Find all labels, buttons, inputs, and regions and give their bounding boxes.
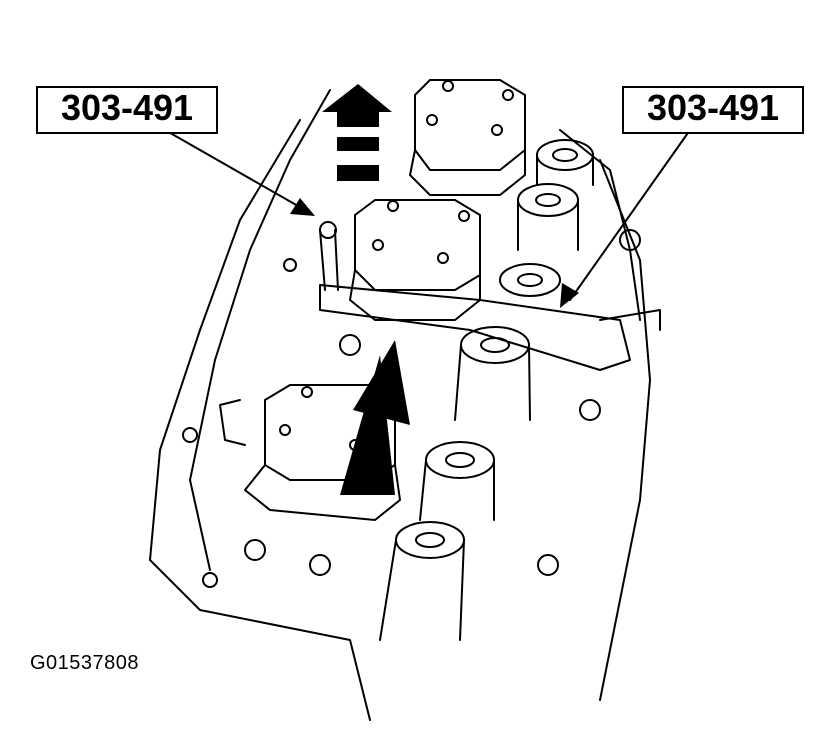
bolts [182,229,641,588]
leader-line-right [569,129,691,301]
leader-arrowhead-left [290,198,315,216]
callout-tool-number-right: 303-491 [622,86,804,134]
middle-bearing-cap [349,199,481,321]
cylinder-head-rail [559,129,641,321]
top-bearing-cap [409,79,526,196]
callout-tool-number-left: 303-491 [36,86,218,134]
cylinder-head-right-edge [599,159,651,701]
leader-line-left [164,129,306,211]
cylinder-head-outline-inner [189,89,331,571]
figure-id: G01537808 [30,652,140,674]
leader-arrowhead-right [560,283,579,308]
special-tool-303-491 [319,221,661,371]
valve-springs [379,139,594,641]
lift-direction-arrow [322,84,392,181]
install-direction-arrow [340,340,410,495]
cylinder-head-outline [149,119,371,721]
